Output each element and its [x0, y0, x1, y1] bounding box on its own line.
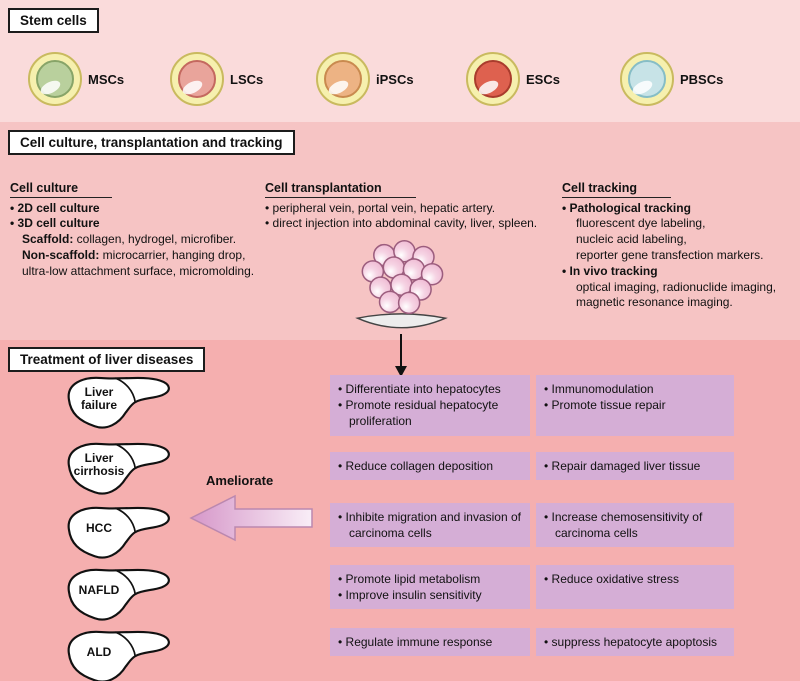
lscs-cell-inner	[178, 60, 216, 98]
liver-icon	[67, 376, 170, 429]
transplantation-bullet-1: peripheral vein, portal vein, hepatic ar…	[265, 201, 565, 217]
lscs-cell-icon	[170, 52, 224, 106]
ipscs-label: iPSCs	[376, 71, 414, 87]
ameliorate-arrow	[188, 492, 316, 549]
liver-cirrhosis-label: Liver cirrhosis	[73, 450, 125, 478]
pbscs-label: PBSCs	[680, 71, 724, 87]
treatment-box: Promote lipid metabolism Improve insulin…	[330, 565, 530, 610]
treatment-item: Promote tissue repair	[544, 397, 726, 413]
pbscs-cell-inner	[628, 60, 666, 98]
culture-bullet-2d: 2D cell culture	[10, 201, 265, 217]
treatment-item: Improve insulin sensitivity	[338, 587, 522, 603]
cell-culture-column: Cell culture 2D cell culture 3D cell cul…	[10, 180, 265, 280]
tracking-sub-2b: magnetic resonance imaging.	[576, 295, 733, 310]
escs-cell-inner	[474, 60, 512, 98]
treatment-item: Differentiate into hepatocytes	[338, 381, 522, 397]
mscs-cell-inner	[36, 60, 74, 98]
tracking-sub-1a: fluorescent dye labeling,	[576, 216, 706, 231]
treatment-box: Differentiate into hepatocytes Promote r…	[330, 375, 530, 436]
culture-nonscaffold-line: Non-scaffold: microcarrier, hanging drop…	[10, 248, 265, 264]
hcc-shape: HCC	[62, 502, 174, 564]
tracking-sub-1b: nucleic acid labeling,	[576, 232, 687, 247]
stem-cell-mscs: MSCs	[28, 52, 124, 106]
left-arrow-icon	[189, 494, 313, 542]
treatment-item: Immunomodulation	[544, 381, 726, 397]
treatment-item: Regulate immune response	[338, 634, 522, 650]
tracking-bullet-invivo: In vivo tracking	[562, 264, 797, 280]
stem-cell-lscs: LSCs	[170, 52, 263, 106]
treatment-item: Promote lipid metabolism	[338, 571, 522, 587]
ald-shape: ALD	[62, 626, 174, 681]
treatment-section-title-text: Treatment of liver diseases	[20, 352, 194, 367]
treatment-item: Increase chemosensitivity of carcinoma c…	[544, 509, 726, 541]
cluster-down-arrow	[393, 334, 409, 383]
treatment-box: Increase chemosensitivity of carcinoma c…	[536, 503, 734, 548]
nafld-label: NAFLD	[78, 583, 120, 598]
mscs-label: MSCs	[88, 71, 125, 87]
cell-tracking-heading: Cell tracking	[562, 180, 672, 198]
hcc-label: HCC	[86, 521, 112, 536]
stem-cell-ipscs: iPSCs	[316, 52, 414, 106]
treatment-row-hcc: Inhibite migration and invasion of carci…	[330, 503, 734, 548]
treatment-box: Regulate immune response	[330, 628, 530, 657]
stem-cell-pbscs: PBSCs	[620, 52, 723, 106]
treatment-section-title: Treatment of liver diseases	[8, 347, 206, 372]
liver-icon	[67, 568, 170, 621]
cell-cluster-illustration	[344, 236, 459, 348]
stem-cell-escs: ESCs	[466, 52, 560, 106]
ipscs-cell-icon	[316, 52, 370, 106]
treatment-item: Repair damaged liver tissue	[544, 458, 726, 474]
ameliorate-label: Ameliorate	[206, 473, 274, 488]
culture-section-title: Cell culture, transplantation and tracki…	[8, 130, 295, 155]
treatment-item: Promote residual hepatocyte proliferatio…	[338, 397, 522, 429]
liver-failure-shape: Liver failure	[62, 372, 174, 434]
liver-icon	[67, 442, 170, 495]
treatment-box: Inhibite migration and invasion of carci…	[330, 503, 530, 548]
treatment-box: Repair damaged liver tissue	[536, 452, 734, 481]
treatment-row-liver-cirrhosis: Reduce collagen deposition Repair damage…	[330, 452, 734, 481]
lscs-label: LSCs	[230, 71, 264, 87]
culture-scaffold-line: Scaffold: collagen, hydrogel, microfiber…	[10, 232, 265, 248]
mscs-cell-icon	[28, 52, 82, 106]
liver-icon	[67, 506, 170, 559]
down-arrow-icon	[395, 334, 407, 377]
treatment-item: Reduce collagen deposition	[338, 458, 522, 474]
culture-section-title-text: Cell culture, transplantation and tracki…	[20, 135, 283, 150]
treatment-box: Reduce collagen deposition	[330, 452, 530, 481]
pbscs-cell-icon	[620, 52, 674, 106]
cell-culture-heading: Cell culture	[10, 180, 113, 198]
treatment-row-nafld: Promote lipid metabolism Improve insulin…	[330, 565, 734, 610]
treatment-item: Reduce oxidative stress	[544, 571, 726, 587]
treatment-box: Reduce oxidative stress	[536, 565, 734, 610]
scaffold-text: collagen, hydrogel, microfiber.	[73, 232, 237, 247]
cell-transplantation-column: Cell transplantation peripheral vein, po…	[265, 180, 565, 232]
ald-label: ALD	[86, 645, 112, 660]
tracking-bullet-pathological: Pathological tracking	[562, 201, 797, 217]
nafld-shape: NAFLD	[62, 564, 174, 626]
culture-nonscaffold-line2: ultra-low attachment surface, micromoldi…	[22, 263, 255, 278]
tracking-sub-2a: optical imaging, radionuclide imaging,	[576, 279, 777, 294]
escs-label: ESCs	[526, 71, 560, 87]
treatment-item: Inhibite migration and invasion of carci…	[338, 509, 522, 541]
scaffold-label: Scaffold:	[22, 232, 74, 247]
treatment-item: suppress hepatocyte apoptosis	[544, 634, 726, 650]
nonscaffold-text: microcarrier, hanging drop,	[99, 247, 246, 262]
nonscaffold-label: Non-scaffold:	[22, 247, 100, 262]
treatment-row-liver-failure: Differentiate into hepatocytes Promote r…	[330, 375, 734, 436]
cell-cluster-icon	[355, 240, 448, 329]
liver-failure-label: Liver failure	[80, 384, 117, 412]
cell-tracking-column: Cell tracking Pathological tracking fluo…	[562, 180, 797, 311]
escs-cell-icon	[466, 52, 520, 106]
tracking-sub-1c: reporter gene transfection markers.	[576, 247, 764, 262]
treatment-box: Immunomodulation Promote tissue repair	[536, 375, 734, 436]
transplantation-bullet-2: direct injection into abdominal cavity, …	[265, 216, 565, 232]
culture-bullet-3d: 3D cell culture	[10, 216, 265, 232]
treatment-box: suppress hepatocyte apoptosis	[536, 628, 734, 657]
stem-cells-title: Stem cells	[8, 8, 99, 33]
liver-cirrhosis-shape: Liver cirrhosis	[62, 438, 174, 500]
stem-cells-title-text: Stem cells	[20, 13, 87, 28]
treatment-row-ald: Regulate immune response suppress hepato…	[330, 628, 734, 657]
ipscs-cell-inner	[324, 60, 362, 98]
cell-transplantation-heading: Cell transplantation	[265, 180, 416, 198]
